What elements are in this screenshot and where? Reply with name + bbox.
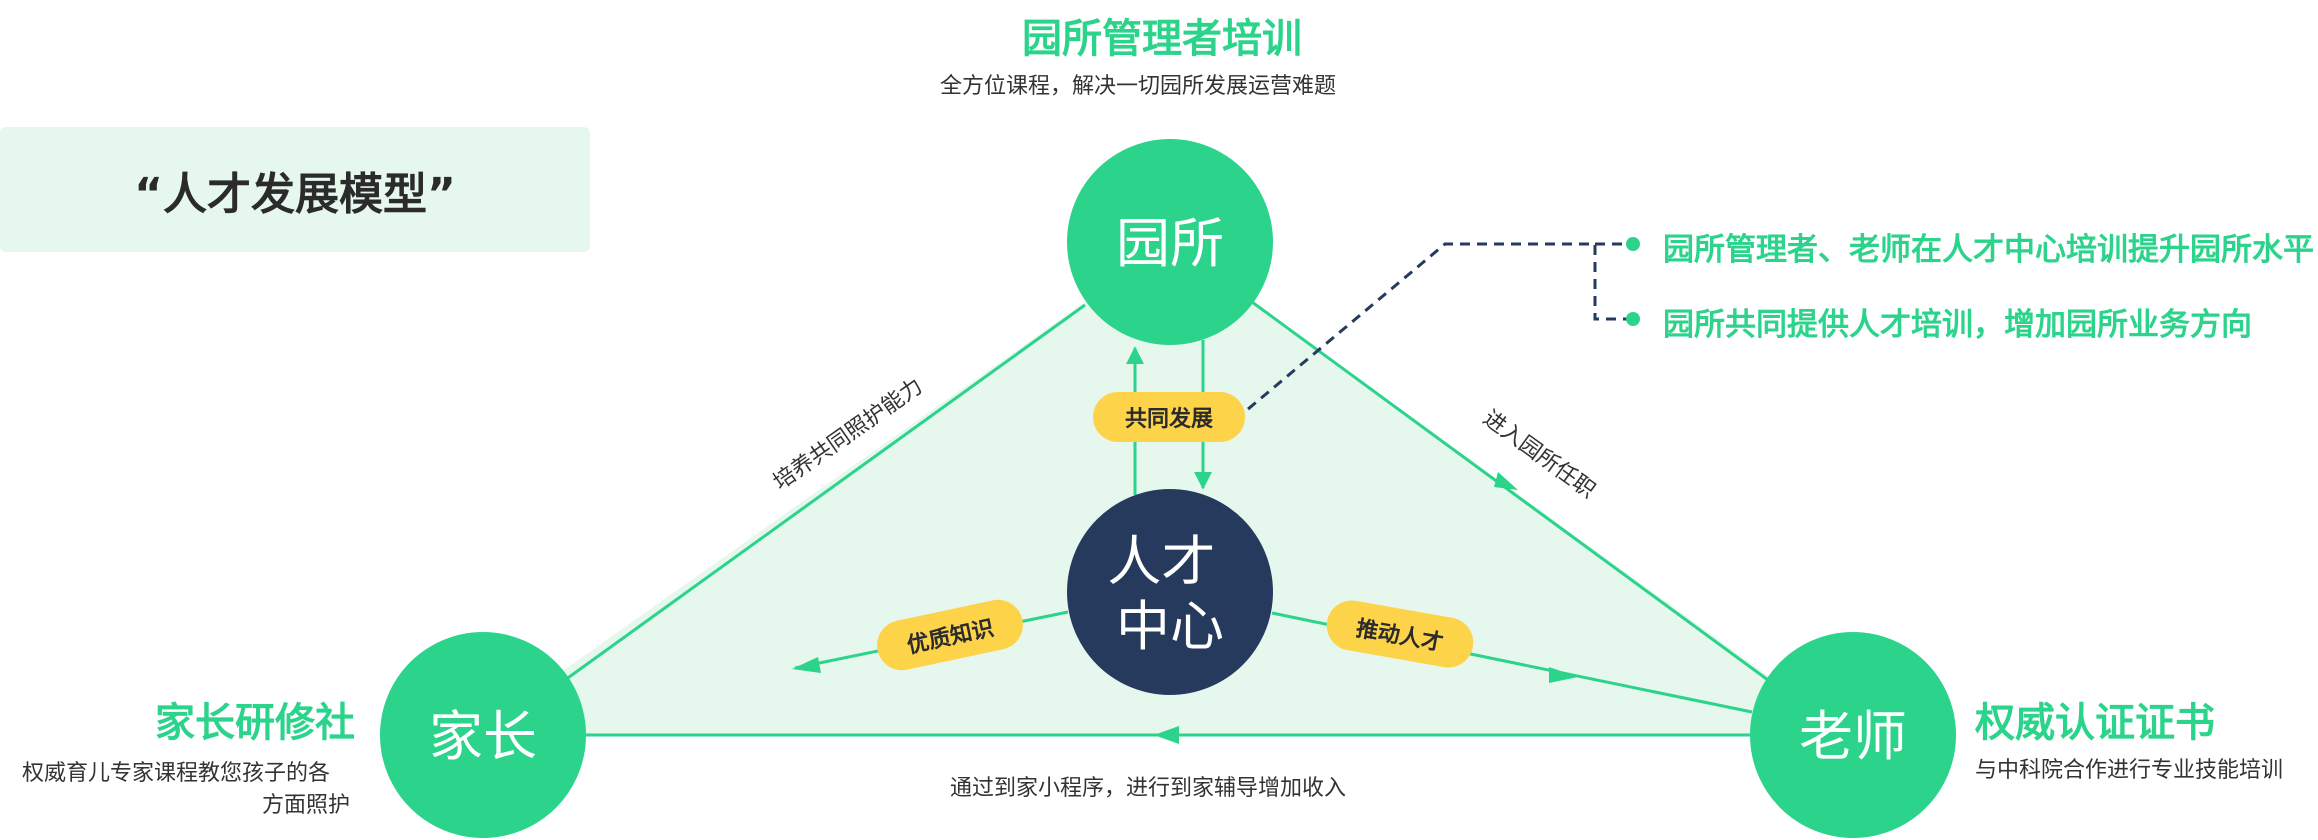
edge-parent-school xyxy=(564,303,1086,682)
parent-heading: 家长研修社 xyxy=(155,700,355,746)
teacher-heading: 权威认证证书 xyxy=(1975,700,2215,746)
arrow-teacher-school xyxy=(1494,472,1518,490)
node-center-line2: 中心 xyxy=(1116,595,1224,658)
bullet-item-2: 园所共同提供人才培训，增加园所业务方向 xyxy=(1663,307,2252,343)
node-parent[interactable] xyxy=(380,632,586,838)
dashed-connector xyxy=(1234,242,1628,422)
arrow-teacher-parent xyxy=(1154,726,1179,744)
node-center-label: 人才 中心 xyxy=(1107,530,1232,658)
parent-subtitle-1: 权威育儿专家课程教您孩子的各 xyxy=(22,761,331,786)
school-subtitle: 全方位课程，解决一切园所发展运营难题 xyxy=(940,74,1337,99)
model-title-box: “人才发展模型” xyxy=(0,127,590,252)
node-school-label: 园所 xyxy=(1116,212,1224,275)
node-school[interactable] xyxy=(1067,139,1273,345)
arrow-center-parent xyxy=(792,657,821,673)
node-center[interactable] xyxy=(1067,489,1273,695)
badge-talent: 推动人才 xyxy=(1326,600,1474,668)
node-teacher-label: 老师 xyxy=(1799,705,1907,768)
model-title: “人才发展模型” xyxy=(134,168,456,220)
school-heading: 园所管理者培训 xyxy=(1022,16,1302,62)
node-teacher[interactable] xyxy=(1750,632,1956,838)
bullet-dot-2 xyxy=(1626,312,1640,326)
badge-develop-label: 共同发展 xyxy=(1125,406,1213,432)
bullet-dot-1 xyxy=(1626,237,1640,251)
edge-teacher-school xyxy=(1251,300,1769,682)
parent-subtitle-2: 方面照护 xyxy=(262,793,351,818)
edge-label-teacher-parent: 通过到家小程序，进行到家辅导增加收入 xyxy=(950,776,1347,801)
node-center-line1: 人才 xyxy=(1107,530,1215,593)
badge-knowledge: 优质知识 xyxy=(877,599,1023,671)
arrow-center-teacher xyxy=(1549,667,1578,683)
teacher-subtitle: 与中科院合作进行专业技能培训 xyxy=(1975,758,2284,783)
bullet-item-1: 园所管理者、老师在人才中心培训提升园所水平 xyxy=(1663,232,2314,268)
triangle-area xyxy=(472,242,1850,735)
node-parent-label: 家长 xyxy=(429,705,537,768)
badge-develop: 共同发展 xyxy=(1093,392,1245,442)
